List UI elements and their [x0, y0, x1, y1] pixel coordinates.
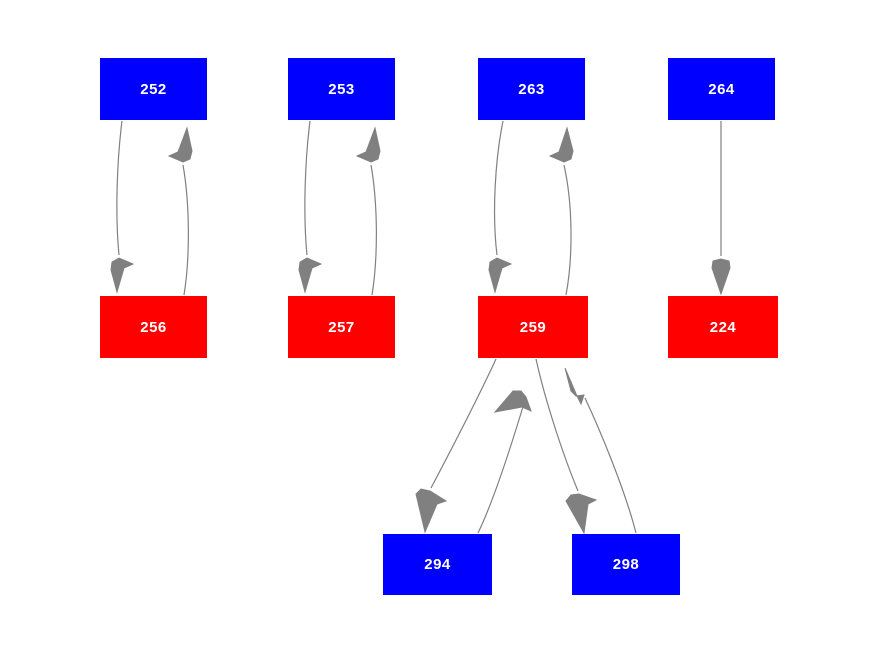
edge-294-to-259: [477, 390, 532, 534]
node-label: 257: [328, 318, 355, 336]
node-label: 256: [140, 318, 167, 336]
node-294[interactable]: 294: [383, 534, 492, 595]
edge-256-to-252: [167, 126, 193, 296]
node-label: 263: [518, 80, 545, 98]
node-252[interactable]: 252: [100, 58, 207, 120]
node-298[interactable]: 298: [572, 534, 680, 595]
edge-259-to-294: [415, 358, 497, 534]
node-label: 298: [612, 556, 640, 573]
node-259[interactable]: 259: [478, 296, 588, 358]
node-264[interactable]: 264: [668, 58, 775, 120]
edge-259-to-298: [535, 358, 598, 535]
edge-298-to-259: [564, 367, 637, 534]
node-label: 259: [519, 318, 547, 336]
node-253[interactable]: 253: [288, 58, 395, 120]
edge-253-to-257: [298, 120, 323, 294]
node-label: 224: [709, 318, 737, 336]
edge-264-to-224: [711, 121, 731, 296]
edge-263-to-259: [488, 120, 513, 294]
node-256[interactable]: 256: [100, 296, 207, 358]
node-label: 294: [424, 556, 451, 573]
node-224[interactable]: 224: [668, 296, 778, 358]
edge-257-to-253: [355, 126, 381, 296]
edge-259-to-263: [548, 126, 574, 296]
node-257[interactable]: 257: [288, 296, 395, 358]
node-label: 253: [328, 80, 355, 98]
node-label: 252: [140, 80, 167, 98]
node-263[interactable]: 263: [478, 58, 585, 120]
edge-252-to-256: [110, 120, 135, 294]
node-label: 264: [708, 80, 735, 98]
